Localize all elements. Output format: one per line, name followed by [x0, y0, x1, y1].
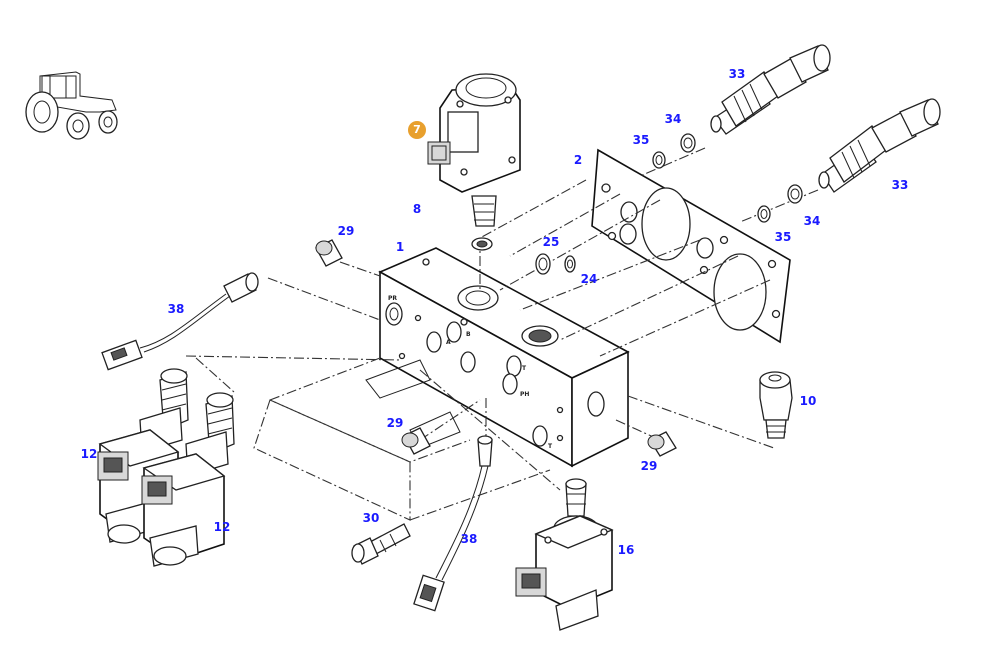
washer-35-lower[interactable]	[757, 205, 771, 223]
washer-34-lower[interactable]	[787, 184, 803, 204]
fitting-33-lower[interactable]	[818, 98, 941, 193]
callout-8[interactable]: 8	[412, 202, 422, 216]
callout-38-upper[interactable]: 38	[167, 302, 185, 316]
callout-29-left[interactable]: 29	[386, 416, 404, 430]
tractor-icon[interactable]	[25, 71, 118, 140]
assembly-lines	[185, 147, 819, 491]
port-mark-t: T	[522, 365, 527, 372]
callout-25[interactable]: 25	[542, 235, 560, 249]
bolt-30[interactable]	[351, 523, 411, 565]
manifold-block[interactable]: PR A B T PH T	[378, 247, 630, 468]
callout-35-lower[interactable]: 35	[774, 230, 792, 244]
washer-35-upper[interactable]	[652, 151, 666, 169]
callout-10[interactable]: 10	[799, 394, 817, 408]
port-mark-b: B	[466, 331, 471, 338]
sensor-cable-38-lower[interactable]	[413, 435, 493, 612]
port-mark-ph: PH	[520, 391, 529, 398]
callout-12-right[interactable]: 12	[213, 520, 231, 534]
callout-34-upper[interactable]: 34	[664, 112, 682, 126]
callout-38-lower[interactable]: 38	[460, 532, 478, 546]
plug-29-top[interactable]	[315, 239, 343, 267]
callout-24[interactable]: 24	[580, 272, 598, 286]
callout-35-upper[interactable]: 35	[632, 133, 650, 147]
port-mark-pr: PR	[388, 295, 397, 302]
callout-2[interactable]: 2	[573, 153, 583, 167]
callout-29-top[interactable]: 29	[337, 224, 355, 238]
o-ring-8[interactable]	[471, 237, 493, 251]
plug-29-right[interactable]	[647, 431, 677, 457]
pressure-valve-10[interactable]	[759, 371, 793, 439]
port-mark-t2: T	[548, 443, 553, 450]
callout-34-lower[interactable]: 34	[803, 214, 821, 228]
callout-30[interactable]: 30	[362, 511, 380, 525]
callout-33-lower[interactable]: 33	[891, 178, 909, 192]
callout-29-right[interactable]: 29	[640, 459, 658, 473]
solenoid-valve-12-right[interactable]	[141, 392, 235, 567]
callout-7[interactable]: 7	[408, 121, 426, 139]
fitting-33-upper[interactable]	[710, 44, 831, 135]
sensor-cable-38-upper[interactable]	[101, 272, 259, 371]
seal-25[interactable]	[535, 253, 551, 275]
callout-12-left[interactable]: 12	[80, 447, 98, 461]
callout-33-upper[interactable]: 33	[728, 67, 746, 81]
washer-34-upper[interactable]	[680, 133, 696, 153]
plug-29-left[interactable]	[401, 427, 431, 455]
callout-16[interactable]: 16	[617, 543, 635, 557]
solenoid-valve-16[interactable]	[515, 478, 614, 631]
callout-1[interactable]: 1	[395, 240, 405, 254]
gasket-plate[interactable]	[591, 148, 791, 344]
solenoid-valve-7[interactable]	[427, 73, 521, 227]
port-mark-a: A	[446, 339, 451, 346]
seal-24[interactable]	[564, 255, 576, 273]
